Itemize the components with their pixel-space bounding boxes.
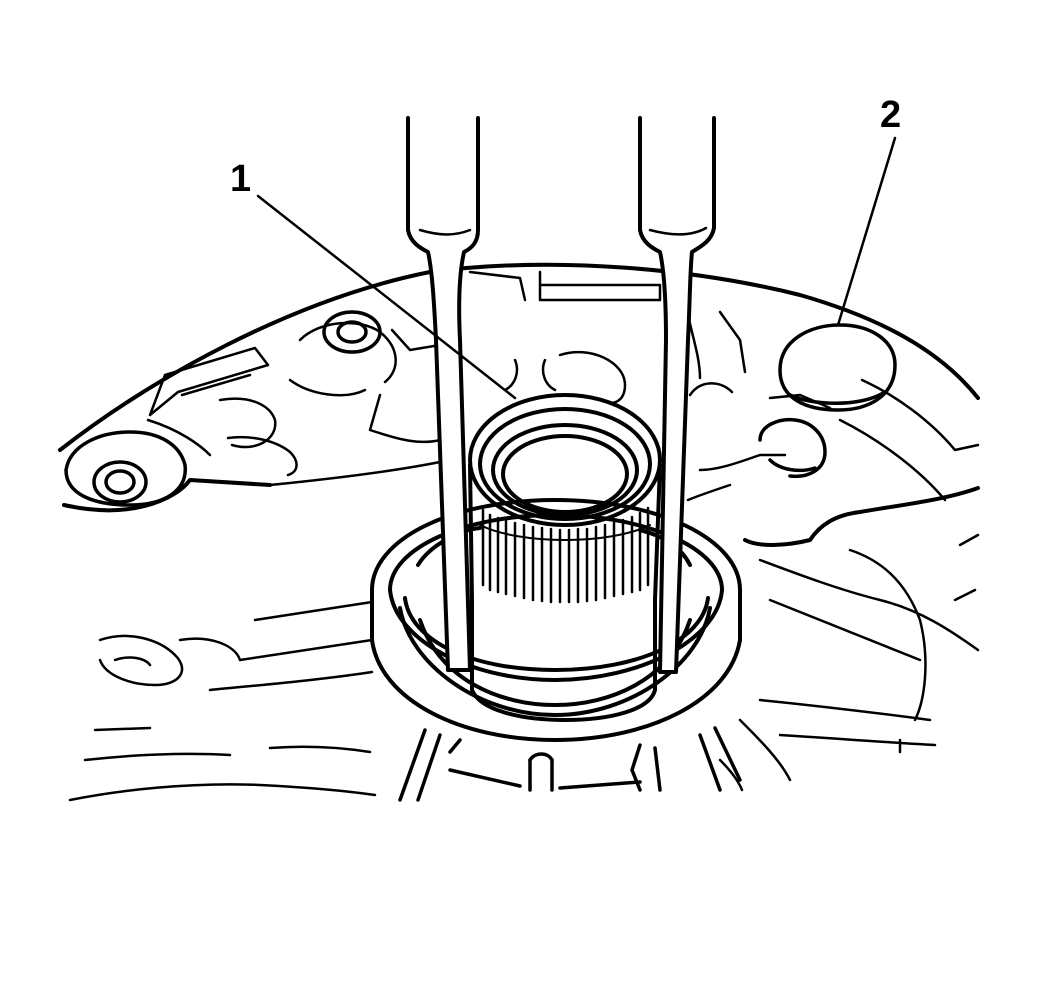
pry-tool-right (638, 116, 716, 674)
housing-lower-detail (68, 600, 792, 802)
pry-tool-left (406, 116, 480, 672)
bore (370, 498, 742, 742)
housing-right-edge (743, 486, 980, 547)
sleeve-top-rim (468, 393, 662, 527)
leader-lines (256, 136, 897, 400)
plug-boss (758, 323, 897, 479)
callout-1-label: 1 (230, 158, 252, 200)
sleeve (468, 393, 662, 722)
bore-outer-rim (370, 498, 742, 592)
bore-ribs (398, 726, 742, 802)
housing-detail (146, 270, 980, 754)
mounting-boss-left (64, 430, 187, 507)
leader-line-2 (836, 136, 897, 327)
sleeve-splines (481, 506, 650, 604)
mounting-boss-upper (322, 310, 382, 354)
callout-2-label: 2 (880, 94, 902, 136)
leader-line-1 (256, 194, 517, 400)
housing-outer-edge (58, 262, 980, 452)
